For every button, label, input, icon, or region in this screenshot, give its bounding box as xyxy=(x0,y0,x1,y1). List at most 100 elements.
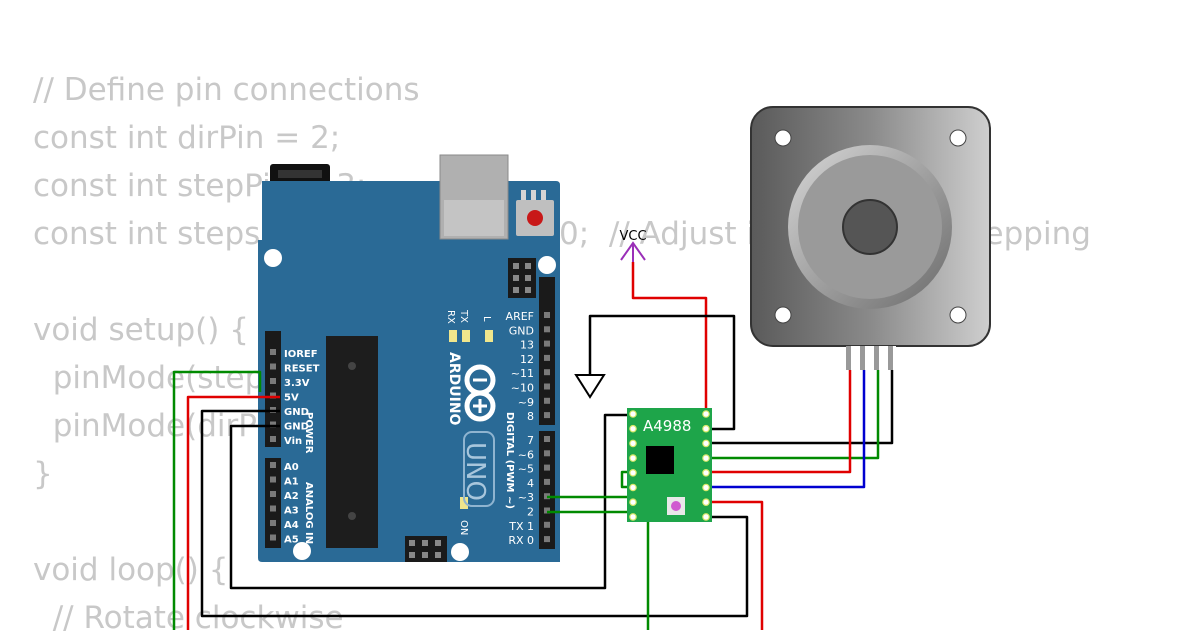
analog-pin-label: A1 xyxy=(284,477,299,488)
analog-pin[interactable] xyxy=(270,491,276,497)
driver-pin[interactable] xyxy=(629,424,637,433)
digital-pin-label: 4 xyxy=(527,477,534,490)
power-pin-label: GND xyxy=(284,422,309,433)
digital-header-bottom xyxy=(539,431,555,549)
driver-pin[interactable] xyxy=(629,513,637,521)
digital-pin-label: GND xyxy=(509,324,534,337)
analog-pin[interactable] xyxy=(270,520,276,526)
driver-pin[interactable] xyxy=(702,513,710,521)
digital-pin-label: TX 1 xyxy=(508,520,534,533)
digital-pin[interactable] xyxy=(544,340,550,347)
power-pin[interactable] xyxy=(270,363,276,370)
model-label: UNO xyxy=(460,442,490,501)
wire-motor-green[interactable] xyxy=(706,368,880,460)
analog-pin-label: A0 xyxy=(284,462,299,473)
stepper-motor[interactable] xyxy=(750,106,991,370)
digital-pin[interactable] xyxy=(544,369,550,376)
power-pin[interactable] xyxy=(270,349,276,355)
digital-pin[interactable] xyxy=(544,507,550,514)
analog-header xyxy=(265,458,281,548)
mounting-hole xyxy=(264,249,282,267)
driver-pin[interactable] xyxy=(702,410,710,418)
digital-pin[interactable] xyxy=(544,464,550,471)
power-pin-label: IOREF xyxy=(284,349,318,360)
wire-driver-vdd-red[interactable] xyxy=(706,500,764,630)
rx-label: RX xyxy=(445,310,456,324)
power-pin[interactable] xyxy=(270,392,276,399)
a4988-driver[interactable]: A4988 xyxy=(627,408,712,522)
driver-pin[interactable] xyxy=(702,454,710,462)
digital-pin[interactable] xyxy=(544,536,550,543)
driver-pin[interactable] xyxy=(629,498,637,507)
power-pin[interactable] xyxy=(270,421,276,428)
motor-shaft xyxy=(842,199,898,255)
motor-leads xyxy=(846,346,896,370)
digital-pin[interactable] xyxy=(544,521,550,528)
driver-pin[interactable] xyxy=(702,424,710,433)
analog-pin[interactable] xyxy=(270,534,276,541)
wire-vcc-red[interactable] xyxy=(631,262,708,413)
wire-enable-black[interactable] xyxy=(229,413,633,590)
driver-pin[interactable] xyxy=(629,483,637,492)
arduino-logo xyxy=(464,364,496,422)
digital-pin[interactable] xyxy=(544,383,550,390)
power-pin-label: Vin xyxy=(284,436,302,447)
digital-pin[interactable] xyxy=(544,326,550,333)
motor-hole xyxy=(949,306,967,324)
mounting-hole xyxy=(293,542,311,560)
code-line: void loop() { xyxy=(33,552,229,588)
wire-motor-blue[interactable] xyxy=(706,368,866,489)
digital-pin-label: AREF xyxy=(506,310,534,323)
mounting-hole xyxy=(451,543,469,561)
power-pin[interactable] xyxy=(270,436,276,442)
reset-button[interactable] xyxy=(516,190,554,236)
digital-pin-label: ~9 xyxy=(518,396,534,409)
power-pin-label: 3.3V xyxy=(284,378,310,389)
wire-5v-red[interactable] xyxy=(186,395,280,630)
digital-pin-label: ~10 xyxy=(511,382,534,395)
digital-pin[interactable] xyxy=(544,412,550,419)
digital-pin-label: ~6 xyxy=(518,448,534,461)
digital-pin-label: 8 xyxy=(527,410,534,423)
analog-pin[interactable] xyxy=(270,476,276,483)
power-pin[interactable] xyxy=(270,378,276,384)
digital-pin[interactable] xyxy=(544,478,550,485)
wire-gnd-black[interactable] xyxy=(588,314,736,431)
wire-motor-red[interactable] xyxy=(706,368,852,474)
arduino-uno-board[interactable]: ARDUINO UNO POWER ANALOG IN DIGITAL (PWM… xyxy=(258,154,560,562)
analog-pin-label: A3 xyxy=(284,506,299,517)
rx-led xyxy=(449,330,457,342)
driver-pin[interactable] xyxy=(702,483,710,492)
code-line: void setup() { xyxy=(33,312,249,348)
driver-pin[interactable] xyxy=(702,498,710,507)
power-title: POWER xyxy=(303,412,314,454)
uno-badge xyxy=(463,431,495,507)
digital-pin-label: ~11 xyxy=(511,367,534,380)
digital-pin[interactable] xyxy=(544,397,550,404)
motor-hole xyxy=(774,306,792,324)
digital-pin[interactable] xyxy=(544,312,550,318)
analog-title: ANALOG IN xyxy=(303,482,314,544)
driver-chip xyxy=(646,446,674,474)
ground-symbol xyxy=(574,374,606,399)
digital-pin-label: 13 xyxy=(520,339,534,352)
wire-motor-black[interactable] xyxy=(706,368,894,445)
digital-pin[interactable] xyxy=(544,354,550,361)
driver-pin[interactable] xyxy=(629,454,637,462)
digital-pin[interactable] xyxy=(544,436,550,442)
analog-pin[interactable] xyxy=(270,505,276,512)
driver-pin[interactable] xyxy=(702,439,710,448)
analog-pin[interactable] xyxy=(270,462,276,468)
analog-pin-label: A2 xyxy=(284,491,299,502)
power-pin-label: 5V xyxy=(284,393,299,404)
digital-pin[interactable] xyxy=(544,450,550,457)
wire-driver-gnd-black[interactable] xyxy=(200,409,749,618)
driver-pin[interactable] xyxy=(629,439,637,448)
driver-pin[interactable] xyxy=(629,468,637,477)
wire-green-left[interactable] xyxy=(172,370,262,630)
driver-pin[interactable] xyxy=(629,410,637,418)
code-line: // Define pin connections xyxy=(33,72,420,108)
driver-pin[interactable] xyxy=(702,468,710,477)
analog-pin-label: A5 xyxy=(284,535,299,546)
